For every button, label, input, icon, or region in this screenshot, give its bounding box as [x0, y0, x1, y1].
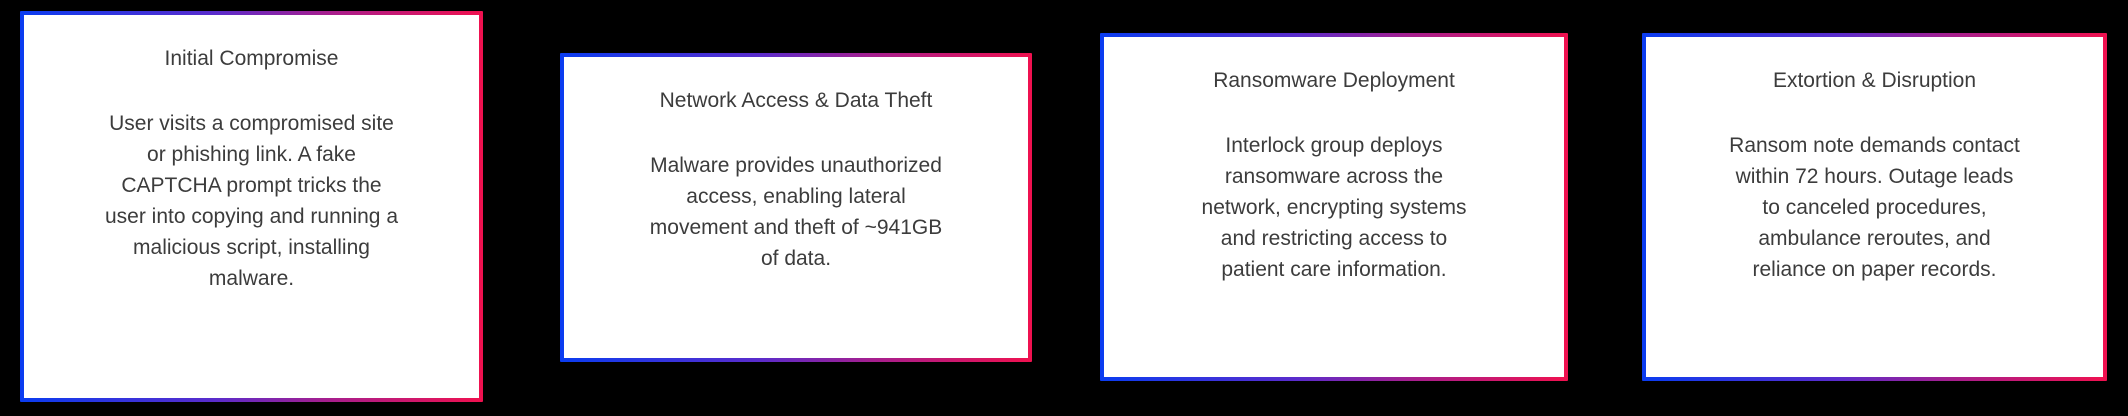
stage-card-title: Ransomware Deployment [1213, 69, 1455, 92]
stage-card-body: User visits a compromised site or phishi… [104, 112, 399, 290]
stage-card-body: Interlock group deploys ransomware acros… [1201, 134, 1467, 281]
stage-card-body: Malware provides unauthorized access, en… [649, 154, 943, 270]
stage-card-title: Extortion & Disruption [1772, 69, 1977, 92]
stage-card-title: Network Access & Data Theft [659, 89, 933, 112]
stage-card-body: Ransom note demands contact within 72 ho… [1729, 134, 2020, 281]
stage-card-title: Initial Compromise [164, 47, 339, 70]
